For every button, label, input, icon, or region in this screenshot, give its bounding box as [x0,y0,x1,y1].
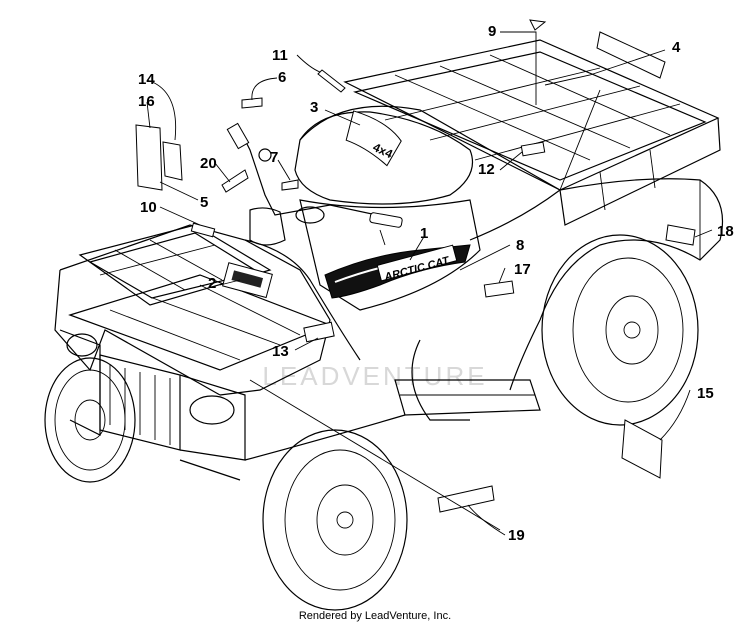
front-left-wheel [44,357,136,483]
callout-5: 5 [200,194,208,211]
decal-17 [483,280,515,298]
footrest [179,379,541,481]
decal-18 [665,224,696,246]
callout-8: 8 [516,237,524,254]
decal-6 [241,97,263,109]
atv-illustration: 4x4 ARCTIC CAT [44,39,724,611]
decal-19 [437,485,495,513]
decal-14-16-sheet [135,124,163,191]
callout-13: 13 [272,343,289,360]
callout-11: 11 [272,47,288,64]
side-panel: ARCTIC CAT [299,199,481,311]
callout-16: 16 [138,93,155,110]
front-fender-decal [222,262,273,299]
callout-12: 12 [478,161,495,178]
decal-7 [281,179,299,191]
decal-15 [621,419,663,479]
callout-19: 19 [508,527,525,544]
callout-7: 7 [270,149,278,166]
callout-9: 9 [488,23,496,40]
callout-18: 18 [717,223,734,240]
callout-4: 4 [672,39,681,56]
decal-11 [317,69,346,93]
decal-9 [529,19,547,31]
decal-13 [303,321,335,343]
rear-right-wheel [541,234,699,426]
front-right-wheel [262,429,408,611]
callout-3: 3 [310,99,318,116]
callout-14: 14 [138,71,155,88]
front-rack [68,224,332,371]
loose-decals [135,19,696,513]
leader-lines [146,31,713,536]
rear-left-wheel [411,339,470,421]
grille [59,329,246,461]
watermark: LEADVENTURE [262,361,487,391]
decal-20 [221,169,249,193]
decal-4 [596,31,666,79]
rear-fender [299,105,724,391]
callout-15: 15 [697,385,714,402]
footer-credit: Rendered by LeadVenture, Inc. [298,610,452,622]
callout-numbers: 1 2 3 4 5 6 7 8 9 10 11 12 13 14 15 16 1… [138,23,734,544]
rear-rack [343,39,721,226]
callout-2: 2 [208,275,216,292]
decal-10 [190,222,216,238]
callout-6: 6 [278,69,286,86]
decal-12 [520,141,546,157]
callout-17: 17 [514,261,531,278]
callout-10: 10 [140,199,157,216]
callout-1: 1 [420,225,428,242]
callout-20: 20 [200,155,217,172]
